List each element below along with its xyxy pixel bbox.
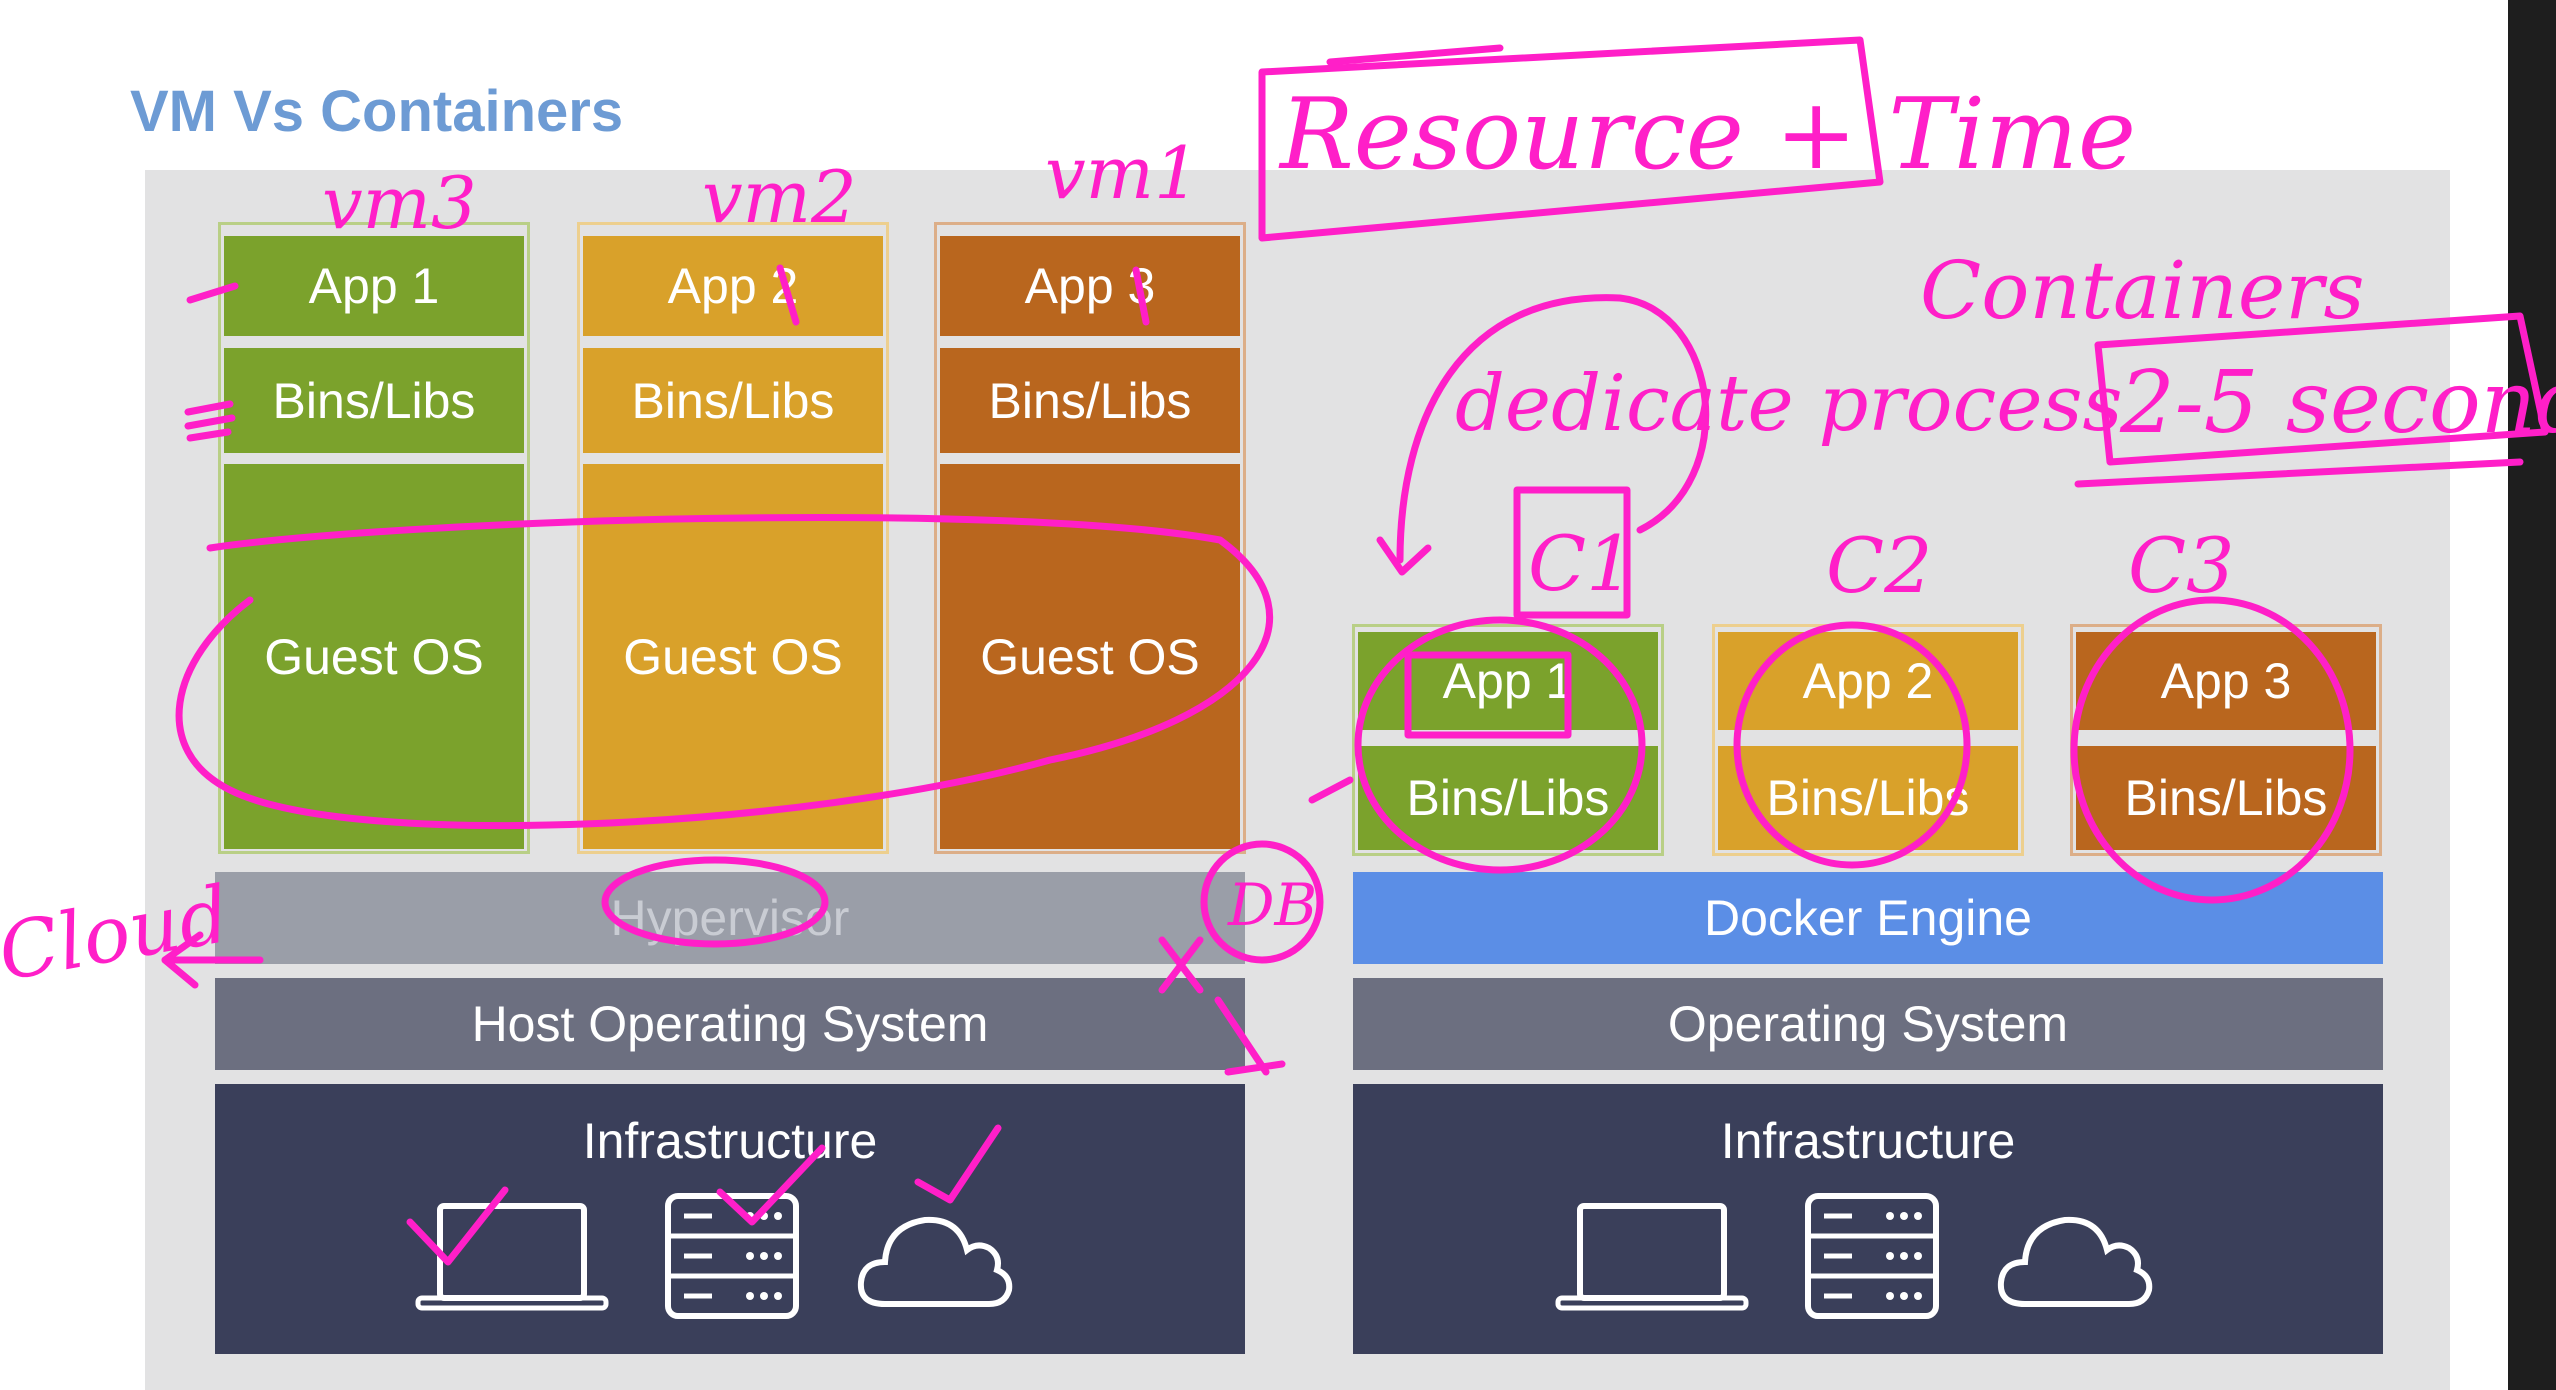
container-bins-3: Bins/Libs: [2076, 746, 2376, 850]
vm-app-2: App 2: [583, 236, 883, 336]
docker-engine-layer: Docker Engine: [1353, 872, 2383, 964]
host-os-layer: Host Operating System: [215, 978, 1245, 1070]
vm-guest-os-3: Guest OS: [940, 464, 1240, 849]
vm-bins-1: Bins/Libs: [224, 348, 524, 453]
container-infrastructure-layer: Infrastructure: [1353, 1084, 2383, 1354]
container-bins-1: Bins/Libs: [1358, 746, 1658, 850]
laptop-icon: [1555, 1203, 1749, 1311]
container-app-3: App 3: [2076, 632, 2376, 730]
server-icon: [1805, 1193, 1939, 1319]
page-title: VM Vs Containers: [130, 79, 624, 144]
cloud-icon: [857, 1216, 1013, 1307]
cloud-icon: [1997, 1216, 2153, 1307]
window-edge: [2508, 0, 2556, 1390]
container-os-layer: Operating System: [1353, 978, 2383, 1070]
vm-app-1: App 1: [224, 236, 524, 336]
vm-app-3: App 3: [940, 236, 1240, 336]
server-icon: [665, 1193, 799, 1319]
vm-guest-os-2: Guest OS: [583, 464, 883, 849]
container-bins-2: Bins/Libs: [1718, 746, 2018, 850]
hypervisor-layer: Hypervisor: [215, 872, 1245, 964]
container-app-2: App 2: [1718, 632, 2018, 730]
laptop-icon: [415, 1203, 609, 1311]
vm-bins-2: Bins/Libs: [583, 348, 883, 453]
container-app-1: App 1: [1358, 632, 1658, 730]
vm-guest-os-1: Guest OS: [224, 464, 524, 849]
vm-bins-3: Bins/Libs: [940, 348, 1240, 453]
